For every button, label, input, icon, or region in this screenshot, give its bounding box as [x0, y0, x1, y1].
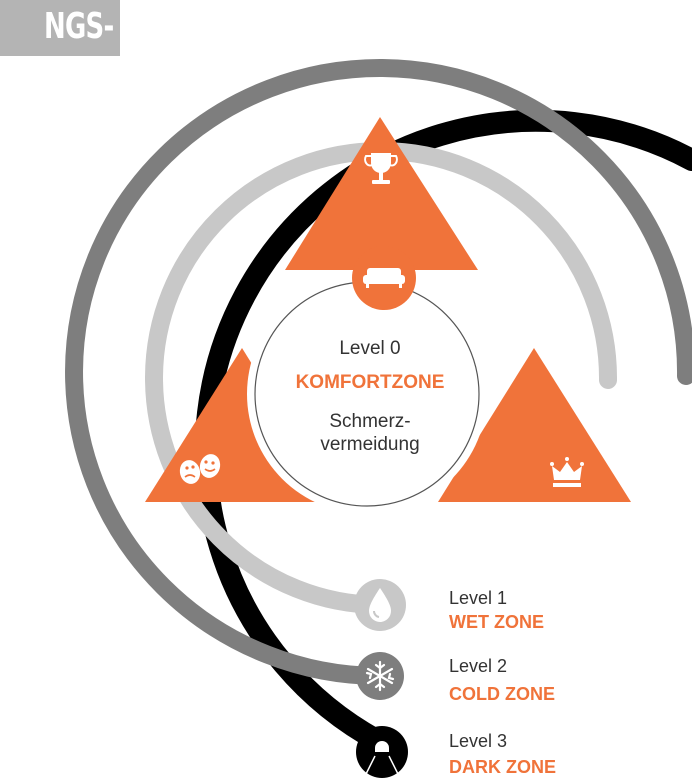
cold-zone-name: COLD ZONE: [449, 684, 555, 704]
snowflake-icon: [365, 660, 395, 692]
theater-masks-icon: [179, 454, 221, 484]
sofa-icon: [363, 268, 405, 288]
wet-zone-name: WET ZONE: [449, 612, 544, 632]
center-circle: [254, 281, 480, 507]
center-desc-line2: vermeidung: [320, 434, 420, 455]
wet-zone-ring: [145, 142, 618, 614]
wet-zone-level: Level 1: [449, 588, 508, 608]
flashlight-icon: [363, 741, 401, 779]
center-description: Schmerz- vermeidung: [260, 410, 480, 456]
cold-zone-ring: [65, 59, 692, 685]
center-zone-name: KOMFORTZONE: [295, 372, 445, 393]
header-tab: NGS-: [0, 0, 120, 56]
crown-icon: [550, 457, 584, 487]
dark-zone-ring: [194, 109, 692, 753]
center-level-label: Level 0: [339, 338, 401, 359]
dark-zone-name: DARK ZONE: [449, 757, 556, 777]
center-desc-line1: Schmerz-: [329, 411, 411, 432]
header-tab-text: NGS-: [44, 6, 114, 47]
triangle-top: [285, 117, 478, 270]
dark-zone-level: Level 3: [449, 731, 508, 751]
trophy-icon: [364, 153, 398, 184]
water-drop-icon: [369, 588, 391, 622]
cold-zone-level: Level 2: [449, 656, 508, 676]
